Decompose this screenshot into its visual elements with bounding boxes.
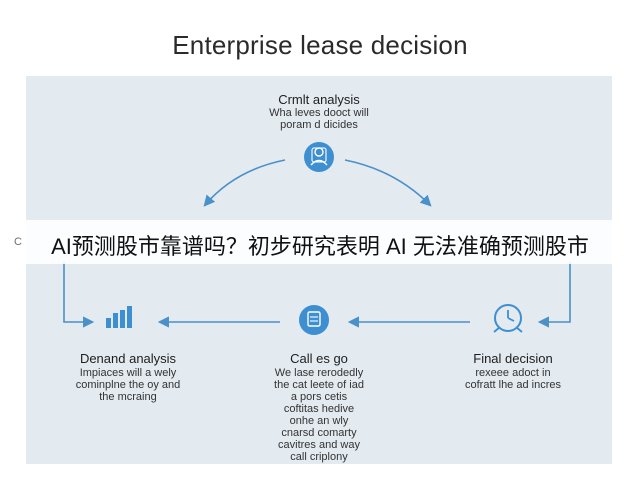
arrow-top-to-right: [344, 159, 432, 207]
bar-chart-icon: [106, 306, 132, 328]
diagram-panel: [26, 76, 612, 464]
node-left-desc: Impiaces will a wely cominplne the oy an…: [75, 367, 181, 403]
node-center-desc: We lase rerodedly the cat leete of iad a…: [274, 367, 364, 463]
node-center-title: Call es go: [290, 351, 348, 366]
left-edge-fragment: C: [14, 236, 22, 248]
overlay-banner-text: AI预测股市靠谱吗？初步研究表明 AI 无法准确预测股市: [51, 234, 589, 259]
node-top-desc: Wha leves dooct will poram d dicides: [269, 107, 369, 131]
clock-icon: [493, 304, 523, 333]
person-icon: [304, 142, 334, 172]
node-top-title: Crmlt analysis: [278, 92, 360, 107]
document-icon: [299, 305, 329, 335]
diagram-title: Enterprise lease decision: [172, 30, 468, 60]
arrow-top-to-left: [203, 159, 286, 207]
node-left-title: Denand analysis: [79, 351, 177, 366]
overlay-banner: [0, 220, 640, 264]
node-right-title: Final decision: [473, 351, 553, 366]
arrow-left-down: [63, 262, 95, 328]
arrow-right-down: [537, 262, 571, 328]
node-right-desc: rexeee adoct in cofratt lhe ad incres: [465, 367, 561, 391]
